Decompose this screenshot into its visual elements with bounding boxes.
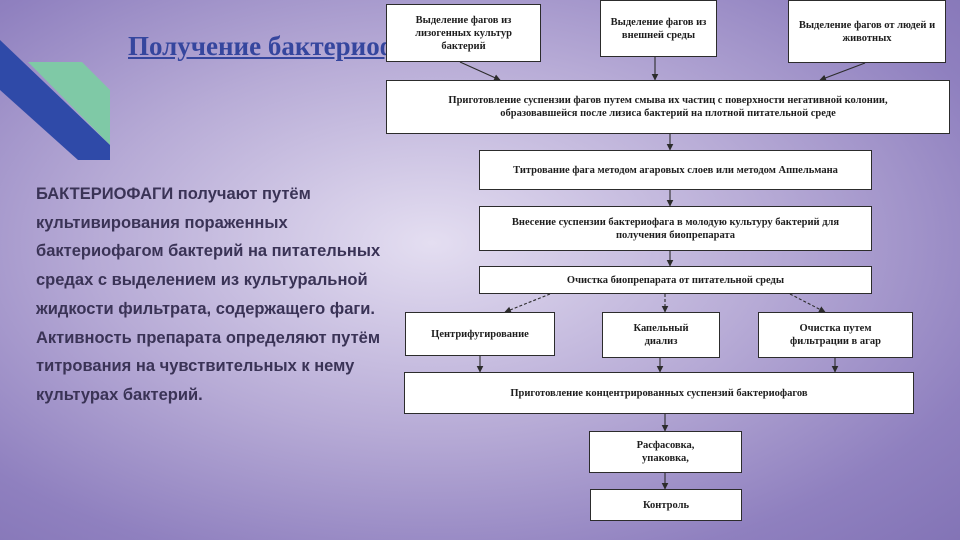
step-dialysis: Капельный диализ	[602, 312, 720, 358]
step-control: Контроль	[590, 489, 742, 521]
step-centrifugation-text: Центрифугирование	[431, 328, 529, 340]
step-centrifugation: Центрифугирование	[405, 312, 555, 356]
step-control-text: Контроль	[642, 499, 690, 511]
step-dialysis-text: Капельный диализ	[633, 323, 689, 347]
step-source-humans-animals: Выделение фагов от людей и животных	[788, 0, 946, 63]
connector-purification-to-centrifugation	[504, 293, 551, 313]
step-filtration-text: Очистка путем фильтрации в агар	[790, 323, 881, 347]
corner-stripes-decoration	[0, 40, 110, 160]
step-suspension-preparation-text: Приготовление суспензии фагов путем смыв…	[448, 95, 888, 119]
step-packaging-text: Расфасовка, упаковка,	[636, 440, 695, 464]
step-titration-text: Титрование фага методом агаровых слоев и…	[513, 164, 838, 176]
step-concentrated-suspensions-text: Приготовление концентрированных суспензи…	[510, 387, 808, 399]
description-rest: получают путём культивирования пораженны…	[36, 185, 381, 404]
step-inoculation-text: Внесение суспензии бактериофага в молоду…	[511, 216, 840, 241]
description-lead-term: БАКТЕРИОФАГИ	[36, 185, 174, 203]
step-source-environment: Выделение фагов из внешней среды	[600, 0, 717, 57]
connector-purification-to-filtration	[789, 293, 826, 313]
step-purification-text: Очистка биопрепарата от питательной сред…	[566, 274, 785, 286]
connector-lysogenic-to-suspension	[459, 61, 501, 81]
step-purification: Очистка биопрепарата от питательной сред…	[479, 266, 872, 294]
step-filtration: Очистка путем фильтрации в агар	[758, 312, 913, 358]
description-paragraph: БАКТЕРИОФАГИ получают путём культивирова…	[36, 180, 416, 410]
connector-humans-to-suspension	[819, 62, 866, 81]
step-titration: Титрование фага методом агаровых слоев и…	[479, 150, 872, 190]
step-packaging: Расфасовка, упаковка,	[589, 431, 742, 473]
step-inoculation: Внесение суспензии бактериофага в молоду…	[479, 206, 872, 251]
step-source-lysogenic-text: Выделение фагов из лизогенных культур ба…	[415, 14, 512, 52]
step-source-environment-text: Выделение фагов из внешней среды	[610, 16, 707, 41]
step-source-humans-animals-text: Выделение фагов от людей и животных	[798, 19, 936, 44]
step-source-lysogenic: Выделение фагов из лизогенных культур ба…	[386, 4, 541, 62]
step-concentrated-suspensions: Приготовление концентрированных суспензи…	[404, 372, 914, 414]
step-suspension-preparation: Приготовление суспензии фагов путем смыв…	[386, 80, 950, 134]
